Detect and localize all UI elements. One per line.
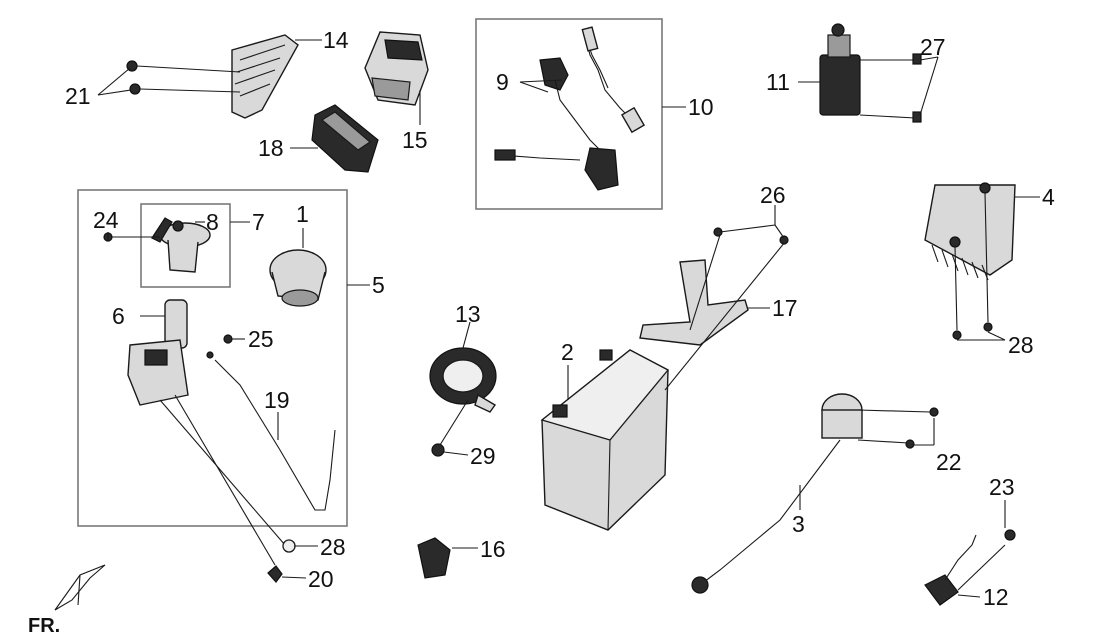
callout-25: 25 — [248, 326, 274, 352]
part-21-screws — [126, 60, 241, 95]
part-13-horn — [429, 347, 497, 446]
part-1-fuel-cap — [269, 249, 327, 307]
part-25-screw — [223, 334, 233, 344]
callout-16: 16 — [480, 536, 506, 562]
callout-19: 19 — [264, 387, 290, 413]
callout-5: 5 — [372, 272, 385, 298]
part-18-fuse-box — [311, 104, 379, 173]
callout-28-lower: 28 — [320, 534, 346, 560]
part-14-cover — [231, 34, 299, 119]
part-29-bolt — [431, 443, 445, 457]
part-4-regulator — [924, 182, 1016, 331]
front-direction-marker — [54, 564, 106, 611]
part-26-screws — [713, 227, 789, 245]
callout-24: 24 — [93, 207, 119, 233]
part-24-screw — [103, 232, 160, 242]
part-10-harness — [494, 26, 646, 191]
part-3-sensor — [691, 393, 931, 594]
callout-18: 18 — [258, 135, 284, 161]
front-marker-label: FR. — [28, 615, 60, 637]
callout-7: 7 — [252, 209, 265, 235]
callout-4: 4 — [1042, 184, 1055, 210]
part-17-bracket — [639, 234, 786, 391]
callout-13: 13 — [455, 301, 481, 327]
part-7-key-lock — [151, 217, 211, 273]
part-27-screws — [912, 53, 922, 123]
callout-27: 27 — [920, 34, 946, 60]
callout-1: 1 — [296, 201, 309, 227]
part-28-nut-lower — [282, 539, 296, 553]
callout-17: 17 — [772, 295, 798, 321]
callout-23: 23 — [989, 474, 1015, 500]
callout-29: 29 — [470, 443, 496, 469]
leader-lines — [97, 39, 1040, 598]
part-11-starter-relay — [819, 23, 916, 119]
frame-fuel-cap-group — [77, 189, 348, 527]
callout-21: 21 — [65, 83, 91, 109]
callout-28-regulator: 28 — [1008, 332, 1034, 358]
callout-10: 10 — [688, 94, 714, 120]
callout-2: 2 — [561, 339, 574, 365]
part-15-relay — [364, 31, 429, 106]
callout-labels: 14 15 18 21 9 10 11 27 4 28 24 8 7 1 5 6… — [28, 27, 1055, 637]
part-16-clip — [417, 537, 478, 579]
part-2-battery — [540, 349, 670, 531]
callout-20: 20 — [308, 566, 334, 592]
callout-9: 9 — [496, 69, 509, 95]
part-23-bolt — [1004, 529, 1016, 541]
part-20-nut — [267, 565, 283, 583]
callout-3: 3 — [792, 511, 805, 537]
callout-11: 11 — [766, 69, 790, 95]
part-12-sensor — [924, 534, 1006, 606]
callout-8: 8 — [206, 209, 219, 235]
part-19-cable — [206, 351, 336, 511]
part-28-screws-regulator — [952, 322, 993, 340]
part-6-switch — [127, 299, 286, 566]
frame-harness-group — [475, 18, 663, 210]
frame-key-subgroup — [140, 203, 231, 288]
part-22-screws — [905, 407, 939, 449]
callout-14: 14 — [323, 27, 349, 53]
callout-15: 15 — [402, 127, 428, 153]
callout-22: 22 — [936, 449, 962, 475]
callout-26: 26 — [760, 182, 786, 208]
callout-6: 6 — [112, 303, 125, 329]
callout-12: 12 — [983, 584, 1009, 610]
